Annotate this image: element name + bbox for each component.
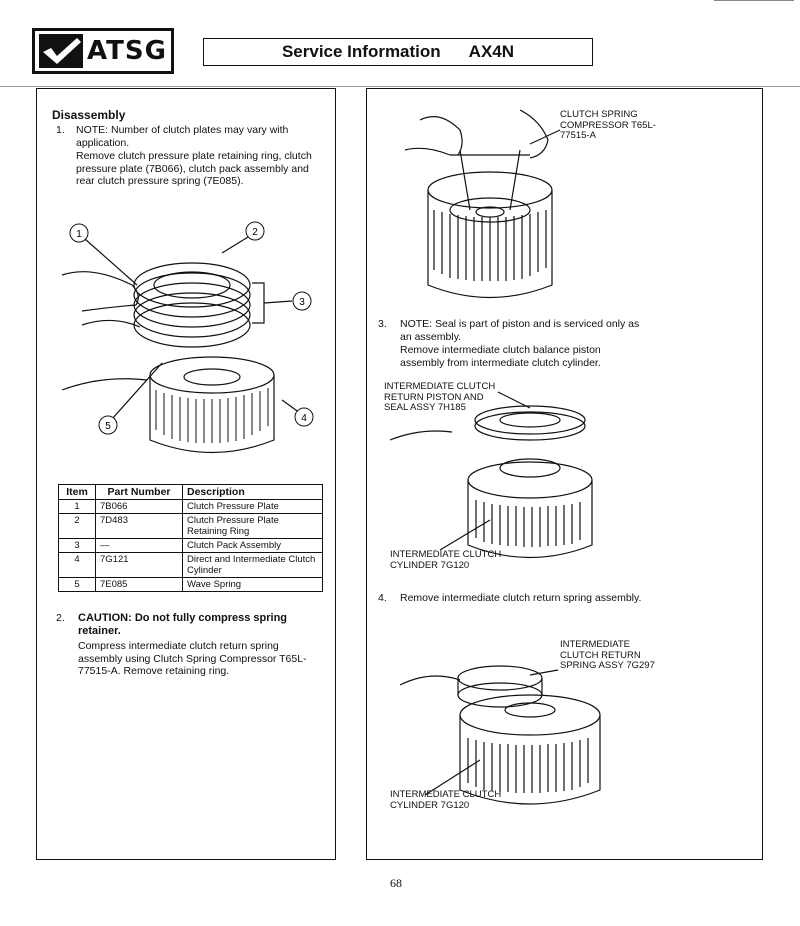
cell-part: 7D483 — [95, 513, 183, 539]
cell-desc: Wave Spring — [182, 577, 323, 592]
figure-callout-1: 1 — [76, 229, 82, 240]
table-row: 2 7D483 Clutch Pressure Plate Retaining … — [58, 513, 323, 539]
page-number: 68 — [390, 876, 402, 890]
step-1-note: NOTE: Number of clutch plates may vary w… — [76, 124, 289, 149]
step-4-number: 4. — [378, 592, 387, 604]
clutch-cylinder-label-c: INTERMEDIATE CLUTCH CYLINDER 7G120 — [390, 789, 502, 811]
cell-part: — — [95, 538, 183, 553]
step-1-instruction: Remove clutch pressure plate retaining r… — [76, 150, 312, 187]
cell-desc: Clutch Pressure Plate Retaining Ring — [182, 513, 323, 539]
balance-piston-illustration — [389, 391, 593, 559]
cell-item: 2 — [58, 513, 96, 539]
step-3-number: 3. — [378, 318, 387, 330]
cell-part: 7B066 — [95, 499, 183, 514]
clutch-pack-removal-illustration: 1 2 3 4 5 — [61, 221, 314, 454]
figure-callout-3: 3 — [299, 297, 305, 308]
table-row: 4 7G121 Direct and Intermediate Clutch C… — [58, 552, 323, 578]
header-rule — [0, 86, 800, 87]
header-title: Service Information — [281, 42, 441, 61]
right-column — [366, 88, 763, 860]
atsg-logo: ATSG — [32, 28, 174, 74]
cell-item: 1 — [58, 499, 96, 514]
step-3-instruction: Remove intermediate clutch balance pisto… — [400, 344, 601, 369]
parts-table-header: Item Part Number Description — [58, 484, 323, 500]
checkmark-logo-icon — [39, 34, 83, 68]
cell-item: 4 — [58, 552, 96, 578]
cell-item: 5 — [58, 577, 96, 592]
step-1-number: 1. — [56, 124, 65, 136]
cell-desc: Clutch Pressure Plate — [182, 499, 323, 514]
top-edge-line — [714, 0, 794, 1]
step-3-note: NOTE: Seal is part of piston and is serv… — [400, 318, 640, 343]
col-header-part-number: Part Number — [95, 484, 183, 500]
cell-item: 3 — [58, 538, 96, 553]
table-row: 1 7B066 Clutch Pressure Plate — [58, 499, 323, 514]
return-piston-label: INTERMEDIATE CLUTCH RETURN PISTON AND SE… — [384, 381, 496, 413]
step-4-instruction: Remove intermediate clutch return spring… — [400, 592, 642, 604]
col-header-item: Item — [58, 484, 96, 500]
return-spring-assy-label: INTERMEDIATE CLUTCH RETURN SPRING ASSY 7… — [560, 639, 655, 671]
header-model: AX4N — [468, 42, 515, 61]
cell-part: 7E085 — [95, 577, 183, 592]
cell-desc: Direct and Intermediate Clutch Cylinder — [182, 552, 323, 578]
cell-desc: Clutch Pack Assembly — [182, 538, 323, 553]
table-row: 3 — Clutch Pack Assembly — [58, 538, 323, 553]
clutch-cylinder-label-b: INTERMEDIATE CLUTCH CYLINDER 7G120 — [390, 549, 502, 571]
header-banner: Service Information AX4N — [203, 38, 593, 66]
return-spring-removal-illustration — [399, 665, 601, 805]
cell-part: 7G121 — [95, 552, 183, 578]
step-2-instruction: Compress intermediate clutch return spri… — [78, 640, 307, 677]
figure-callout-4: 4 — [301, 413, 307, 424]
clutch-spring-compressor-label: CLUTCH SPRING COMPRESSOR T65L-77515-A — [560, 109, 656, 141]
step-2-number: 2. — [56, 612, 65, 624]
spring-compressor-illustration — [404, 109, 561, 299]
figure-callout-5: 5 — [105, 421, 111, 432]
parts-table: Item Part Number Description 1 7B066 Clu… — [58, 484, 323, 592]
col-header-description: Description — [182, 484, 323, 500]
figure-callout-2: 2 — [252, 227, 258, 238]
left-column — [36, 88, 336, 860]
step-2-caution: CAUTION: Do not fully compress spring re… — [78, 612, 288, 637]
table-row: 5 7E085 Wave Spring — [58, 577, 323, 592]
logo-text: ATSG — [87, 36, 167, 66]
section-title: Disassembly — [52, 108, 126, 122]
